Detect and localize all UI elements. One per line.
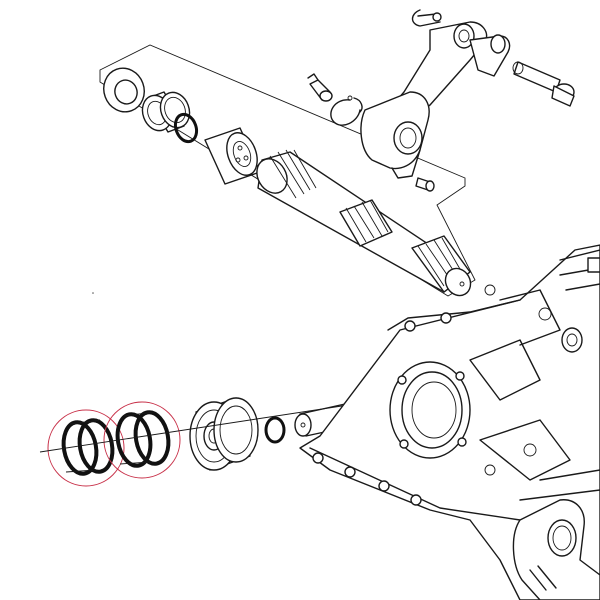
clip-pin[interactable]: [411, 9, 442, 27]
splined-shaft[interactable]: [251, 149, 476, 300]
o-ring-upper[interactable]: [172, 111, 200, 144]
o-ring-lower[interactable]: [264, 416, 286, 444]
lift-cover-housing: [299, 244, 600, 600]
piston-ring-set-1[interactable]: [47, 409, 125, 487]
grease-nipple[interactable]: [307, 73, 333, 102]
piston[interactable]: [189, 397, 259, 471]
piston-ring-set-2[interactable]: [103, 401, 181, 479]
set-bolt[interactable]: [415, 177, 435, 192]
circlip[interactable]: [330, 95, 363, 126]
lift-arm-hub: [512, 499, 600, 600]
bushing[interactable]: [138, 88, 195, 134]
lift-arm[interactable]: [360, 21, 511, 179]
stray-mark: [92, 292, 94, 294]
thrust-washer[interactable]: [98, 62, 151, 117]
pivot-pin[interactable]: [512, 61, 575, 107]
splined-sleeve[interactable]: [204, 127, 263, 185]
